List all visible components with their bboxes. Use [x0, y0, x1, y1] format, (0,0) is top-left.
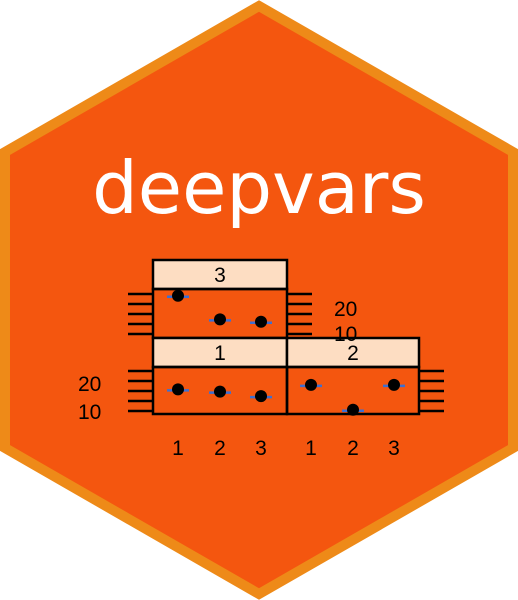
data-point: [305, 378, 317, 391]
data-point: [214, 313, 226, 326]
y-tick-label: 10: [78, 401, 101, 424]
facet-strip-label: 3: [214, 264, 226, 287]
data-point: [255, 390, 267, 403]
x-tick-label: 2: [214, 437, 226, 460]
x-tick-label: 2: [347, 437, 359, 460]
x-tick-label: 1: [172, 437, 184, 460]
data-point: [255, 315, 267, 328]
data-point: [172, 383, 184, 396]
y-tick-label: 20: [334, 298, 357, 321]
x-tick-label: 3: [255, 437, 267, 460]
x-tick-label: 1: [305, 437, 317, 460]
data-point: [214, 385, 226, 398]
data-point: [388, 378, 400, 391]
data-point: [347, 403, 359, 416]
y-tick-label: 10: [334, 323, 357, 346]
y-tick-label: 20: [78, 373, 101, 396]
logo-title: deepvars: [92, 146, 426, 230]
facet-strip-label: 2: [347, 342, 359, 365]
data-point: [172, 289, 184, 302]
x-tick-label: 3: [388, 437, 400, 460]
facet-strip-label: 1: [214, 342, 226, 365]
facet-strip: [285, 336, 421, 369]
